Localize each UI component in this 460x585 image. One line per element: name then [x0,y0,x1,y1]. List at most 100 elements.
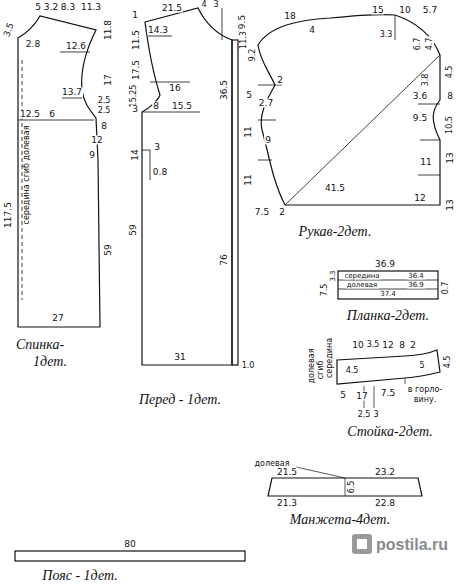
dimension-label: 9.2 [249,48,257,63]
dimension-label: 17 [104,73,113,86]
dimension-label: 12 [381,341,394,350]
back-construction-lines [18,52,94,300]
back-piece [18,16,100,327]
piece-caption: Перед - 1дет. [138,393,222,407]
dimension-label: 5 [418,362,425,370]
dimension-label: 4 [308,26,316,35]
dimension-label: 117.5 [4,201,13,229]
dimension-label: 17.5 [132,59,141,81]
dimension-label: 3.5 [2,21,16,39]
dimension-label: 8 [446,92,454,101]
collar-leader-lines [364,378,405,408]
dimension-label: 0.7 [442,281,450,296]
dimension-label: 7.5 [321,283,329,298]
front-construction-lines [142,8,222,180]
dimension-label: 2.8 [25,40,41,49]
dimension-label: 31 [173,353,186,362]
dimension-label: 2 [278,208,286,217]
dimension-label: 12.6 [65,42,87,51]
sleeve-construction-lines [258,15,440,205]
dimension-label: 22.8 [374,499,396,508]
dimension-label: 16 [168,84,181,93]
dimension-label: 3 [153,143,161,152]
dimension-label: 27 [51,314,64,323]
dimension-label: 14.3 [147,26,169,35]
dimension-label: 4.7 [426,37,434,52]
dimension-label: 13 [446,151,455,164]
dimension-label: 11.3 [80,3,102,12]
dimension-label: 5 [339,391,347,400]
dimension-label: 4.5 [444,355,452,370]
dimension-label: 4 [200,1,207,9]
dimension-label: 11.5 [132,29,141,51]
dimension-label: 41.5 [324,184,346,193]
dimension-label: 3.6 [412,92,428,101]
front-piece [142,8,232,365]
cuff-leader-line [296,467,345,478]
piece-caption: Стойка-2дет. [346,425,434,439]
dimension-label: 10.5 [446,115,454,135]
dimension-label: 13 [446,198,455,211]
dimension-label: 0.8 [152,168,168,177]
piece-caption: Планка-2дет. [346,309,430,323]
dimension-label: 18 [283,12,296,21]
dimension-label: середина [326,337,334,379]
dimension-label: 6.5 [348,480,356,495]
dimension-label: 8.3 [60,3,76,12]
piece-caption: Спинка- [15,338,65,352]
dimension-label: 12 [413,194,426,203]
dimension-label: 3.2 [43,3,59,12]
dimension-label: 11 [244,125,253,138]
dimension-label: 12 [90,136,103,145]
dimension-label: 15 [371,6,384,15]
dimension-label: 5 [245,91,253,100]
dimension-label: 1 [131,11,139,20]
dimension-label: 3 [372,411,379,419]
front-extension [232,40,238,365]
dimension-label: 21.3 [276,499,298,508]
dimension-label: 1.0 [241,362,256,370]
placket-piece [338,271,438,299]
belt-piece [15,551,245,561]
dimension-label: 10 [351,341,364,350]
dimension-label: 3 [212,1,219,9]
piece-caption: Рукав-2дет. [298,225,373,239]
dimension-label: 59 [104,243,113,256]
dimension-label: 36.4 [407,273,425,280]
watermark-logo [352,534,372,554]
piece-caption: Манжета-4дет. [289,513,391,527]
dimension-label: 36.9 [407,282,425,289]
dimension-label: 3.5 [366,341,381,349]
dimension-label: 4.5 [345,367,360,375]
dimension-label: 2.5 [97,97,112,105]
dimension-label: 11.8 [104,19,113,41]
dimension-label: середина [343,273,380,280]
dimension-label: 7.5 [254,208,270,217]
dimension-label: 2.5 [97,107,112,115]
dimension-label: 9 [264,136,272,145]
dimension-label: 4.5 [446,65,454,80]
dimension-label: 2.7 [258,99,274,108]
dimension-label: 11.3 [240,30,248,50]
dimension-label: 8 [100,122,108,131]
dimension-label: 21.5 [276,468,298,477]
dimension-label: долевая [346,282,379,289]
dimension-label: сгиб [317,360,325,381]
dimension-label: 3 [131,105,139,114]
collar-stand-piece [337,350,440,384]
dimension-label: 3.3 [330,269,337,282]
piece-caption: 1дет. [32,355,68,369]
dimension-label: 5.7 [422,6,438,15]
dimension-label: 80 [123,540,136,549]
dimension-label: 9.5 [238,14,247,30]
dimension-label: 10 [398,6,411,15]
dimension-label: 11 [244,173,253,186]
dimension-label: долевая [308,348,316,385]
dimension-label: 37.4 [379,291,397,298]
cuff-piece [268,478,422,496]
dimension-label: 7.5 [380,389,396,398]
watermark-text: postila.ru [375,537,449,553]
dimension-label: 36.5 [220,79,229,101]
dimension-label: в горло- [407,386,443,394]
piece-caption: Пояс - 1дет. [41,569,118,583]
